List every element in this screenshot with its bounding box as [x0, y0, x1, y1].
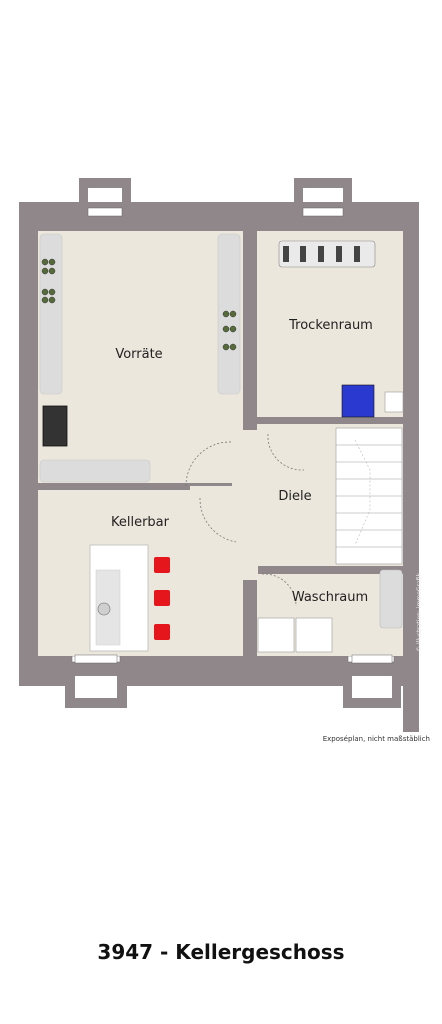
room-label-diele: Diele: [278, 489, 312, 504]
wall-extension: [403, 560, 419, 732]
room-label-waschraum: Waschraum: [291, 590, 369, 605]
bottle-rack: [41, 258, 237, 351]
crate-icon: [42, 405, 68, 447]
washing-machines: [257, 617, 333, 653]
illustration-credit: © Illustration: immoGrafik: [416, 573, 423, 652]
room-label-vorraete: Vorräte: [115, 347, 163, 362]
staircase: [335, 427, 403, 565]
dryer-icon: [341, 384, 375, 418]
bar-counter: [89, 544, 149, 652]
scale-note: Exposéplan, nicht maßstäblich: [322, 735, 430, 743]
bar-stools: [154, 557, 170, 640]
room-label-kellerbar: Kellerbar: [110, 515, 170, 530]
door-swings: [185, 433, 305, 607]
room-label-trockenraum: Trockenraum: [289, 318, 373, 333]
page-title: 3947 - Kellergeschoss: [97, 940, 345, 964]
washbasin-counter: [379, 569, 403, 629]
drying-rack: [278, 240, 376, 268]
floor-plan: [19, 178, 419, 732]
